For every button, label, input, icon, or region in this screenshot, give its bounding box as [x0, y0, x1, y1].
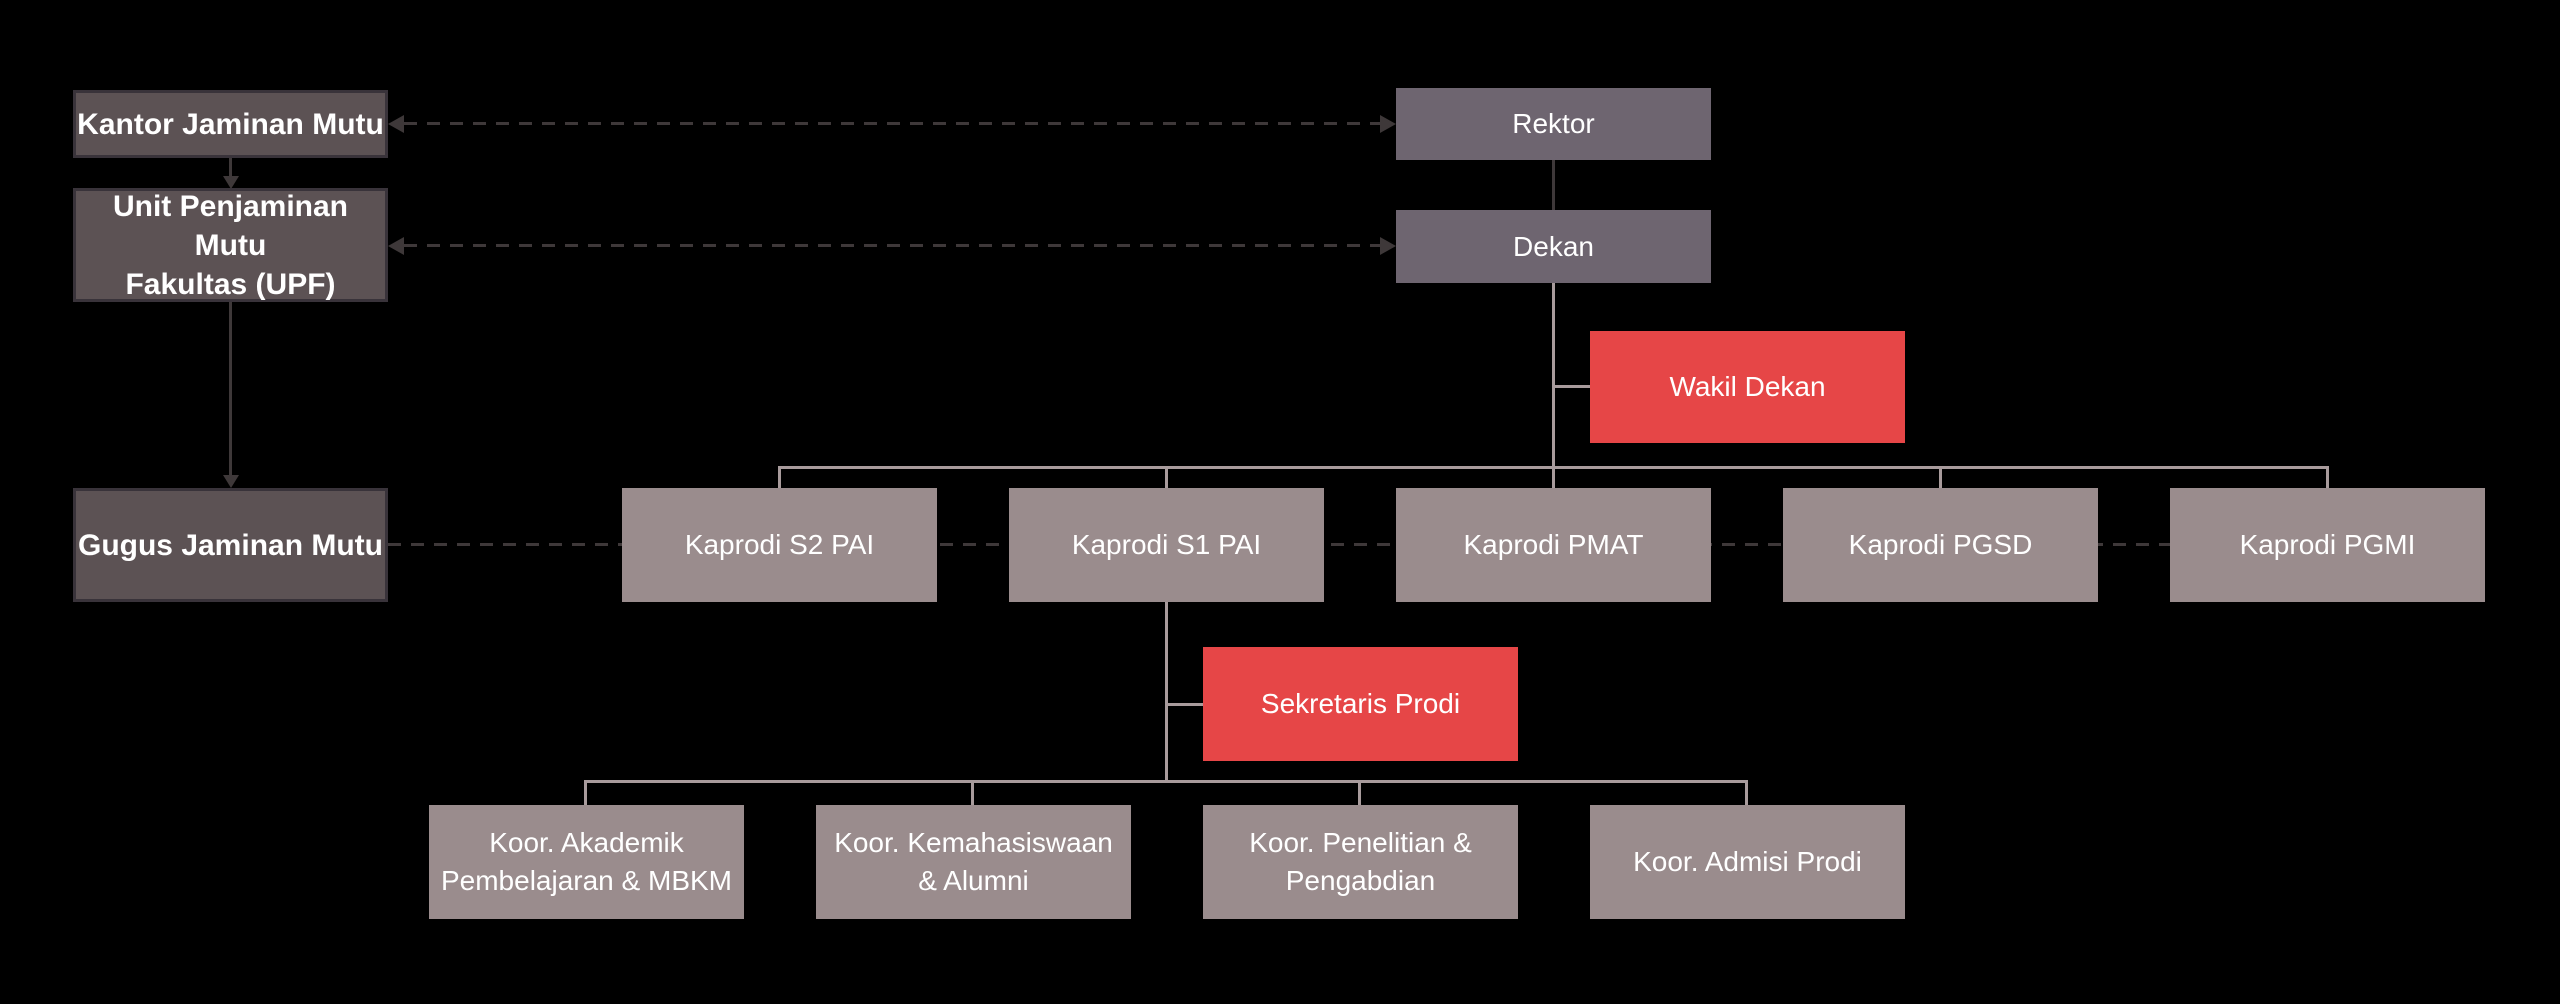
node-kaprodi-s1-pai: Kaprodi S1 PAI: [1009, 488, 1324, 602]
node-rektor-label: Rektor: [1512, 108, 1595, 140]
connector-wakil-dekan-stub: [1553, 385, 1591, 388]
connector-stub-koor-akademik: [584, 780, 587, 805]
connector-upf-dekan-dashed: [404, 244, 1380, 247]
connector-stub-s2-pai: [778, 466, 781, 488]
node-koor-admisi-prodi: Koor. Admisi Prodi: [1590, 805, 1905, 919]
connector-kaprodi-bus: [778, 466, 2329, 469]
node-koor-akademik-label: Koor. Akademik Pembelajaran & MBKM: [440, 827, 732, 896]
node-kaprodi-pmat: Kaprodi PMAT: [1396, 488, 1711, 602]
node-kaprodi-pgmi-label: Kaprodi PGMI: [2239, 529, 2416, 561]
node-dekan: Dekan: [1396, 210, 1711, 283]
arrowhead-down-gugus: [223, 475, 239, 488]
connector-kantor-rektor-dashed: [404, 122, 1380, 125]
arrowhead-right-rektor: [1380, 115, 1396, 133]
node-kantor-label: Kantor Jaminan Mutu: [77, 107, 384, 141]
node-kantor-jaminan-mutu: Kantor Jaminan Mutu: [73, 90, 388, 158]
node-kaprodi-pgsd-label: Kaprodi PGSD: [1848, 529, 2033, 561]
node-dekan-label: Dekan: [1513, 230, 1594, 262]
node-kaprodi-s1-pai-label: Kaprodi S1 PAI: [1071, 529, 1262, 561]
node-gugus-jaminan-mutu: Gugus Jaminan Mutu: [73, 488, 388, 602]
node-kaprodi-pgmi: Kaprodi PGMI: [2170, 488, 2485, 602]
node-wakil-dekan-label: Wakil Dekan: [1669, 371, 1826, 403]
arrowhead-left-upf: [388, 237, 404, 255]
node-gugus-label: Gugus Jaminan Mutu: [77, 528, 383, 562]
node-upf-label: Unit Penjaminan Mutu Fakultas (UPF): [112, 189, 349, 301]
connector-stub-koor-admisi: [1745, 780, 1748, 805]
node-sekretaris-prodi-label: Sekretaris Prodi: [1260, 688, 1461, 720]
node-koor-penelitian-label: Koor. Penelitian & Pengabdian: [1249, 827, 1472, 896]
connector-upf-gugus: [229, 302, 232, 476]
node-kaprodi-pmat-label: Kaprodi PMAT: [1463, 529, 1644, 561]
connector-s1-koor-trunk: [1165, 602, 1168, 783]
node-koor-akademik-pembelajaran-mbkm: Koor. Akademik Pembelajaran & MBKM: [429, 805, 744, 919]
node-wakil-dekan: Wakil Dekan: [1590, 331, 1905, 443]
node-kaprodi-s2-pai: Kaprodi S2 PAI: [622, 488, 937, 602]
connector-sekretaris-stub: [1165, 703, 1203, 706]
connector-koor-bus: [584, 780, 1748, 783]
node-koor-kemahasiswaan-label: Koor. Kemahasiswaan & Alumni: [834, 827, 1113, 896]
node-rektor: Rektor: [1396, 88, 1711, 160]
connector-stub-pgsd: [1939, 466, 1942, 488]
arrowhead-right-dekan: [1380, 237, 1396, 255]
connector-stub-koor-penelitian: [1358, 780, 1361, 805]
connector-stub-pgmi: [2326, 466, 2329, 488]
connector-rektor-dekan: [1552, 160, 1555, 210]
node-koor-admisi-label: Koor. Admisi Prodi: [1633, 846, 1862, 878]
connector-kantor-upf: [229, 158, 232, 178]
node-koor-penelitian-pengabdian: Koor. Penelitian & Pengabdian: [1203, 805, 1518, 919]
connector-stub-s1-pai: [1165, 466, 1168, 488]
node-koor-kemahasiswaan-alumni: Koor. Kemahasiswaan & Alumni: [816, 805, 1131, 919]
node-kaprodi-pgsd: Kaprodi PGSD: [1783, 488, 2098, 602]
node-kaprodi-s2-pai-label: Kaprodi S2 PAI: [684, 529, 875, 561]
node-unit-penjaminan-mutu-fakultas: Unit Penjaminan Mutu Fakultas (UPF): [73, 188, 388, 302]
arrowhead-left-kantor: [388, 115, 404, 133]
connector-stub-koor-kemahasiswaan: [971, 780, 974, 805]
arrowhead-down-upf: [223, 176, 239, 189]
node-sekretaris-prodi: Sekretaris Prodi: [1203, 647, 1518, 761]
